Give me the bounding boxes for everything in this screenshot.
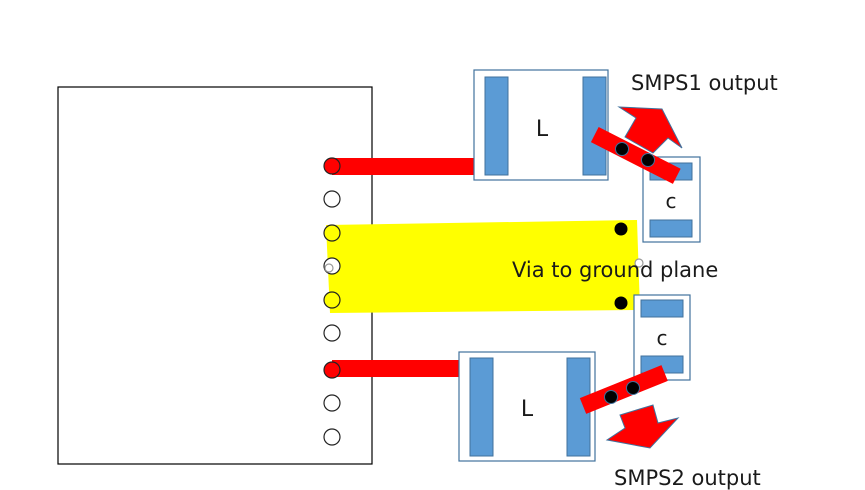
pad [649, 219, 693, 238]
via [641, 153, 655, 167]
capacitor-label: c [657, 326, 668, 350]
trace-smps1 [332, 158, 487, 175]
smps2-output-label: SMPS2 output [614, 466, 761, 490]
smps1-output-label: SMPS1 output [631, 71, 778, 95]
output-trace-smps2 [579, 365, 668, 414]
ground-plane-copper [326, 220, 640, 313]
arrow-smps1-output [617, 106, 683, 154]
via-label: Via to ground plane [512, 258, 718, 282]
ground-via [614, 222, 628, 236]
pad [640, 299, 684, 318]
ic-pin [323, 224, 341, 242]
ic-pin [323, 324, 341, 342]
capacitor-label: c [666, 189, 677, 213]
trace-smps2 [332, 360, 492, 377]
inductor-bottom: L [458, 351, 596, 462]
via [615, 142, 629, 156]
inductor-label: L [521, 397, 534, 422]
via [626, 381, 640, 395]
inductor-label: L [536, 117, 549, 142]
ground-via [614, 296, 628, 310]
ic-pins [323, 157, 341, 446]
ic-body [57, 86, 373, 465]
pad [469, 357, 494, 457]
ic-pin [323, 394, 341, 412]
ic-pin [323, 361, 341, 379]
inductor-top: L [473, 69, 609, 181]
capacitor-bottom: c [633, 294, 691, 381]
ic-pin [323, 157, 341, 175]
selection-handle [324, 263, 334, 273]
via [604, 390, 618, 404]
selection-handle [634, 258, 644, 268]
pad [582, 76, 607, 176]
pad [484, 76, 509, 176]
ic-pin [323, 428, 341, 446]
ic-pin [323, 190, 341, 208]
output-trace-smps1 [590, 126, 681, 184]
ic-pin [323, 291, 341, 309]
arrow-smps2-output [605, 404, 680, 449]
